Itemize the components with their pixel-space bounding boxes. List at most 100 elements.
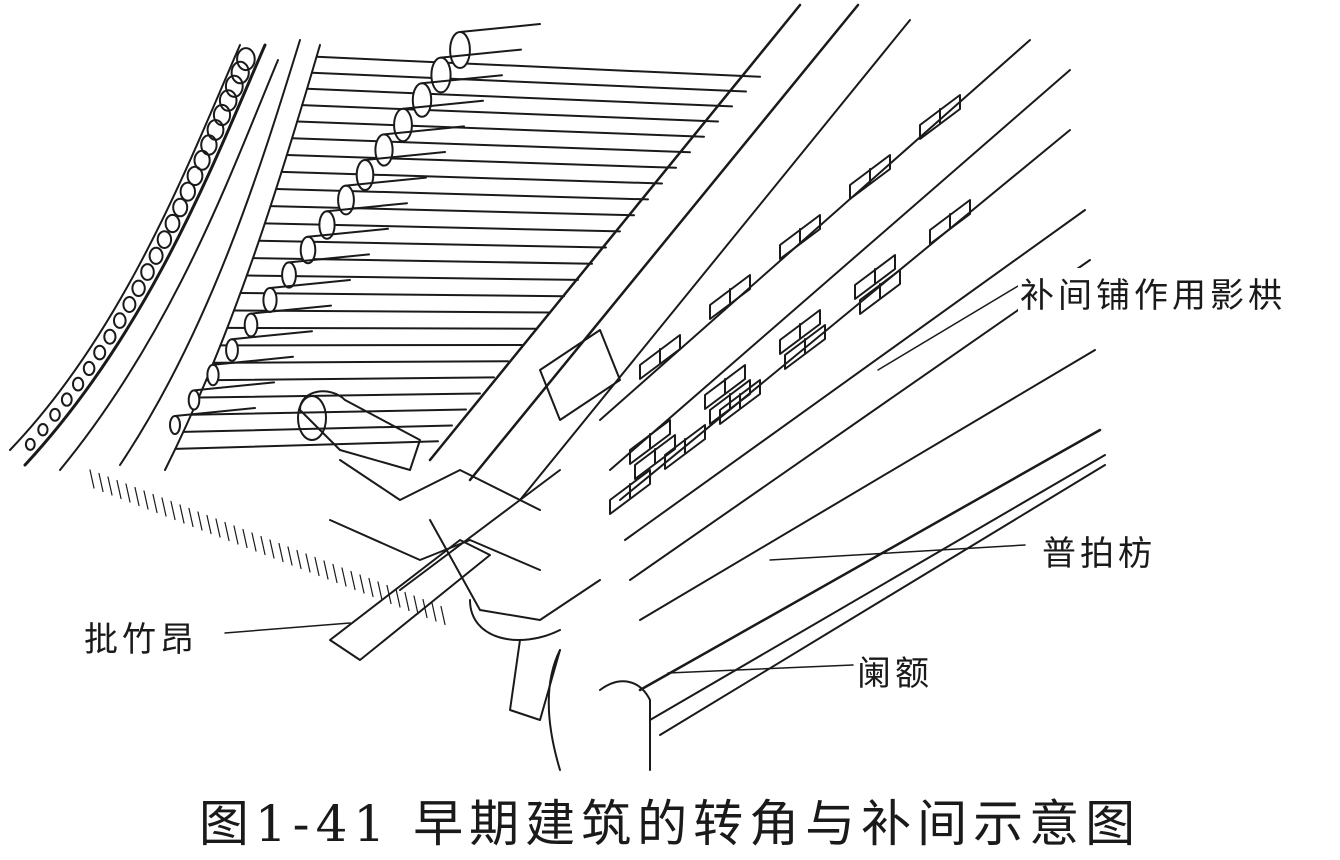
leader-lines	[224, 285, 1026, 674]
rafter-end-edge	[421, 74, 503, 85]
rafter-end	[262, 287, 278, 313]
rafter-end-edge	[231, 330, 313, 341]
hatch-line	[197, 511, 203, 531]
bracket-blocks	[609, 94, 971, 515]
tile-end	[37, 423, 49, 437]
rafter-line	[263, 222, 621, 233]
round-rafter-ends	[169, 23, 541, 435]
rafter-end-edge	[402, 99, 484, 110]
bracket-block	[629, 419, 671, 465]
rafter-end-edge	[269, 279, 351, 289]
rafter-end-edge	[383, 125, 465, 136]
rafter-line	[174, 440, 439, 450]
rafter-end	[281, 261, 297, 289]
rafter-end	[449, 31, 471, 69]
tile-end	[131, 279, 146, 297]
hatch-line	[260, 535, 266, 556]
hatch-line	[233, 525, 239, 545]
tile-end	[224, 74, 244, 98]
hatch-line	[206, 514, 212, 535]
label-lane: 阑额	[855, 646, 935, 695]
rafter-line	[258, 239, 607, 249]
rafter-end-edge	[440, 48, 522, 59]
rafter-line	[286, 154, 677, 169]
rafter-end-edge	[364, 151, 446, 161]
tile-end	[179, 181, 197, 202]
bracket-block	[849, 154, 891, 200]
hatch-line	[431, 602, 437, 622]
hatch-line	[215, 518, 221, 538]
rafter-end	[355, 159, 375, 191]
tile-end	[236, 47, 256, 72]
hatch-line	[125, 483, 131, 503]
rafter-line	[315, 55, 761, 78]
figure-caption: 图1-41 早期建筑的转角与补间示意图	[198, 795, 1142, 853]
rafter-line	[212, 360, 509, 364]
hatch-line	[314, 556, 320, 577]
tile-end	[156, 230, 173, 250]
hatch-line	[98, 472, 104, 493]
corner-beam	[428, 3, 911, 501]
tile-end	[103, 328, 117, 345]
hatch-line	[359, 574, 365, 594]
hatch-line	[341, 567, 347, 587]
hatch-line	[395, 588, 401, 608]
rafter-end-edge	[459, 23, 541, 33]
rafter-end	[393, 107, 413, 143]
tile-end	[140, 263, 155, 281]
rafter-end	[243, 312, 259, 338]
bracket-block	[929, 199, 971, 245]
hatch-line	[422, 598, 428, 619]
tile-end	[24, 437, 36, 451]
bracket-block	[859, 269, 901, 315]
rafter-end	[225, 338, 239, 362]
tile-end	[122, 296, 137, 313]
hatch-line	[413, 595, 419, 615]
hatch-line	[251, 532, 257, 552]
rafter-end	[169, 415, 181, 435]
corner-bracket-set	[297, 329, 651, 771]
bracket-block	[719, 379, 761, 425]
rafter-end	[430, 56, 452, 94]
hatch-line	[161, 497, 167, 517]
rafter-end-edge	[326, 202, 408, 213]
hatch-line	[152, 493, 158, 514]
rafter-end-edge	[307, 227, 389, 238]
bracket-block	[634, 434, 676, 480]
label-pizhu-ang: 批竹昂	[82, 612, 200, 661]
hatch-line	[386, 584, 392, 605]
bracket-block	[709, 379, 751, 425]
rafter-end-edge	[212, 355, 294, 366]
rafter-line	[190, 408, 467, 416]
hatch-line	[242, 528, 248, 549]
tile-end	[186, 165, 204, 187]
hatch-line	[278, 542, 284, 563]
rafter-line	[205, 376, 495, 382]
hatch-line	[296, 549, 302, 570]
bracket-block	[779, 309, 821, 355]
hatch-line	[287, 546, 293, 566]
flying-rafter-band	[119, 39, 321, 471]
rafter-end	[206, 363, 220, 387]
tile-end	[82, 360, 96, 377]
rafter-line	[296, 120, 705, 138]
bracket-block	[854, 254, 896, 300]
bracket-tier-lines	[599, 39, 1106, 736]
tile-end	[148, 246, 164, 265]
hatch-line	[323, 560, 329, 580]
rafter-line	[291, 137, 691, 154]
rafter-line	[269, 205, 635, 217]
tile-end	[49, 407, 61, 422]
bracket-block	[664, 424, 706, 470]
tile-end-circles	[24, 47, 256, 451]
rafter-end-edge	[250, 304, 332, 315]
hatch-line	[269, 539, 275, 559]
rafter-line	[239, 292, 565, 298]
hatch-line	[224, 521, 230, 542]
hatch-line	[179, 504, 185, 524]
tile-end	[72, 376, 85, 392]
hatch-line	[377, 581, 383, 601]
hatch-line	[350, 570, 356, 591]
bracket-block	[609, 469, 651, 515]
